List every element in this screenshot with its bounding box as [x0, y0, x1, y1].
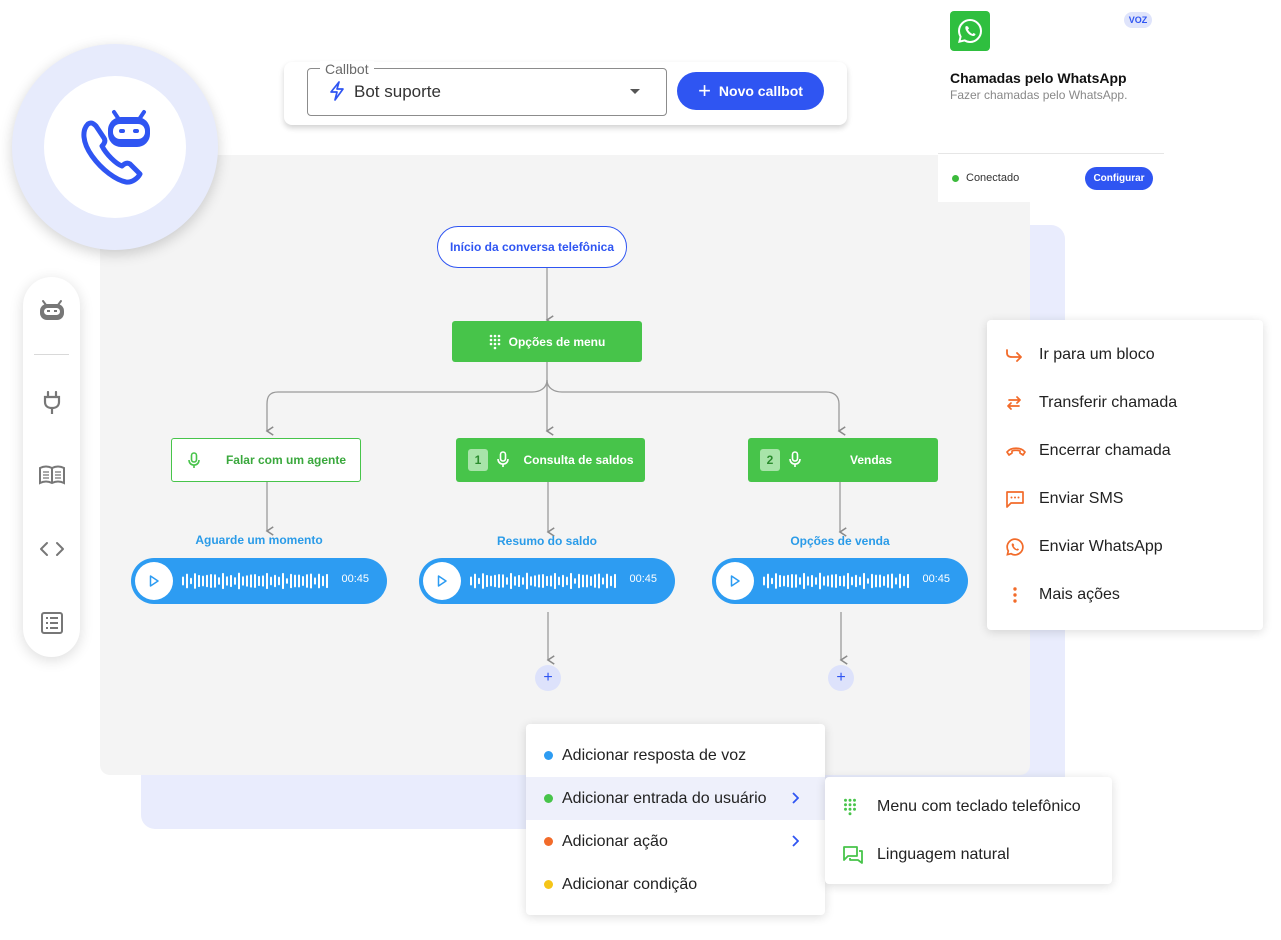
bot-icon[interactable] — [38, 296, 66, 324]
audio-player[interactable]: 00:45 — [419, 558, 675, 604]
play-icon[interactable] — [716, 562, 754, 600]
dialpad-icon — [489, 334, 500, 349]
play-icon[interactable] — [135, 562, 173, 600]
card-title: Chamadas pelo WhatsApp — [950, 70, 1127, 86]
audio-label: Opções de venda — [790, 534, 890, 548]
action-item-whatsapp[interactable]: Enviar WhatsApp — [1005, 533, 1163, 561]
audio-label: Resumo do saldo — [496, 534, 597, 548]
audio-player[interactable]: 00:45 — [131, 558, 387, 604]
select-legend: Callbot — [320, 61, 374, 77]
action-label: Enviar SMS — [1039, 490, 1124, 507]
submenu-label: Linguagem natural — [877, 846, 1010, 863]
natural-language-item[interactable]: Linguagem natural — [843, 841, 1010, 869]
branch-label: Falar com um agente — [225, 453, 347, 467]
configure-button[interactable]: Configurar — [1085, 167, 1153, 190]
new-callbot-button[interactable]: + Novo callbot — [677, 72, 824, 110]
audio-duration: 00:45 — [341, 573, 369, 585]
status-dot — [544, 751, 553, 760]
action-item-go-to-block[interactable]: Ir para um bloco — [1005, 341, 1155, 369]
action-label: Encerrar chamada — [1039, 442, 1171, 459]
chevron-right-icon — [791, 834, 800, 852]
action-label: Enviar WhatsApp — [1039, 538, 1163, 555]
card-subtitle: Fazer chamadas pelo WhatsApp. — [950, 88, 1128, 102]
waveform — [182, 572, 328, 590]
transfer-icon — [1005, 396, 1039, 410]
dialpad-menu-item[interactable]: Menu com teclado telefônico — [843, 793, 1081, 821]
menu-node-label: Opções de menu — [508, 334, 606, 349]
waveform — [763, 572, 909, 590]
phone-bot-icon — [81, 110, 150, 185]
callbot-logo — [44, 76, 186, 218]
whatsapp-logo-icon — [950, 11, 990, 51]
status-dot — [544, 837, 553, 846]
plus-icon: + — [698, 78, 711, 103]
add-condition-item[interactable]: Adicionar condição — [526, 863, 825, 906]
action-label: Mais ações — [1039, 586, 1120, 603]
play-icon[interactable] — [423, 562, 461, 600]
add-voice-response-item[interactable]: Adicionar resposta de voz — [526, 734, 825, 777]
redirect-icon — [1005, 348, 1039, 362]
branch-node-saldo[interactable]: 1 Consulta de saldos — [456, 438, 645, 482]
branch-label: Consulta de saldos — [523, 453, 634, 467]
mic-icon — [497, 451, 509, 471]
audio-label: Aguarde um momento — [195, 533, 323, 547]
branch-node-agent[interactable]: Falar com um agente — [171, 438, 361, 482]
code-icon[interactable] — [38, 535, 66, 563]
branch-node-vendas[interactable]: 2 Vendas — [748, 438, 938, 482]
audio-duration: 00:45 — [922, 573, 950, 585]
option-number: 1 — [468, 449, 488, 471]
bolt-icon — [329, 81, 345, 106]
add-item-label: Adicionar resposta de voz — [562, 746, 747, 764]
action-menu: Ir para um bloco Transferir chamada Ence… — [987, 320, 1263, 630]
list-icon[interactable] — [38, 609, 66, 637]
audio-player[interactable]: 00:45 — [712, 558, 968, 604]
add-menu: Adicionar resposta de voz Adicionar entr… — [526, 724, 825, 915]
hangup-icon — [1005, 445, 1039, 457]
waveform — [470, 572, 616, 590]
mic-icon — [188, 452, 200, 472]
user-input-submenu: Menu com teclado telefônico Linguagem na… — [825, 777, 1112, 884]
sidebar — [23, 277, 80, 657]
select-value: Bot suporte — [354, 82, 441, 101]
option-number: 2 — [760, 449, 780, 471]
sidebar-divider — [34, 354, 69, 355]
sms-icon — [1005, 490, 1039, 508]
action-item-hangup[interactable]: Encerrar chamada — [1005, 437, 1171, 465]
more-vertical-icon — [1005, 586, 1039, 604]
add-step-button[interactable]: + — [828, 665, 854, 691]
menu-options-node[interactable]: Opções de menu — [452, 321, 642, 362]
voice-badge: VOZ — [1124, 12, 1152, 28]
status-dot — [544, 794, 553, 803]
add-item-label: Adicionar entrada do usuário — [562, 789, 767, 807]
add-user-input-item[interactable]: Adicionar entrada do usuário — [526, 777, 825, 820]
add-item-label: Adicionar condição — [562, 875, 698, 893]
action-item-more[interactable]: Mais ações — [1005, 581, 1120, 609]
action-item-transfer[interactable]: Transferir chamada — [1005, 389, 1177, 417]
submenu-label: Menu com teclado telefônico — [877, 798, 1081, 815]
chat-icon — [843, 846, 877, 864]
caret-down-icon[interactable] — [630, 89, 640, 94]
action-item-sms[interactable]: Enviar SMS — [1005, 485, 1123, 513]
action-label: Transferir chamada — [1039, 394, 1178, 411]
connection-status: Conectado — [966, 172, 1020, 184]
whatsapp-icon — [1005, 537, 1039, 557]
status-dot — [544, 880, 553, 889]
status-dot — [952, 175, 959, 182]
add-item-label: Adicionar ação — [562, 832, 668, 850]
plug-icon[interactable] — [38, 389, 66, 417]
add-action-item[interactable]: Adicionar ação — [526, 820, 825, 863]
start-node-label: Início da conversa telefônica — [449, 240, 615, 254]
branch-label: Vendas — [849, 453, 893, 467]
chevron-right-icon — [791, 791, 800, 809]
dialpad-icon — [843, 798, 877, 816]
book-icon[interactable] — [38, 461, 66, 489]
new-callbot-label: Novo callbot — [718, 83, 803, 99]
mic-icon — [789, 451, 801, 471]
add-step-button[interactable]: + — [535, 665, 561, 691]
action-label: Ir para um bloco — [1039, 346, 1155, 363]
audio-duration: 00:45 — [629, 573, 657, 585]
start-node[interactable]: Início da conversa telefônica — [437, 226, 627, 268]
